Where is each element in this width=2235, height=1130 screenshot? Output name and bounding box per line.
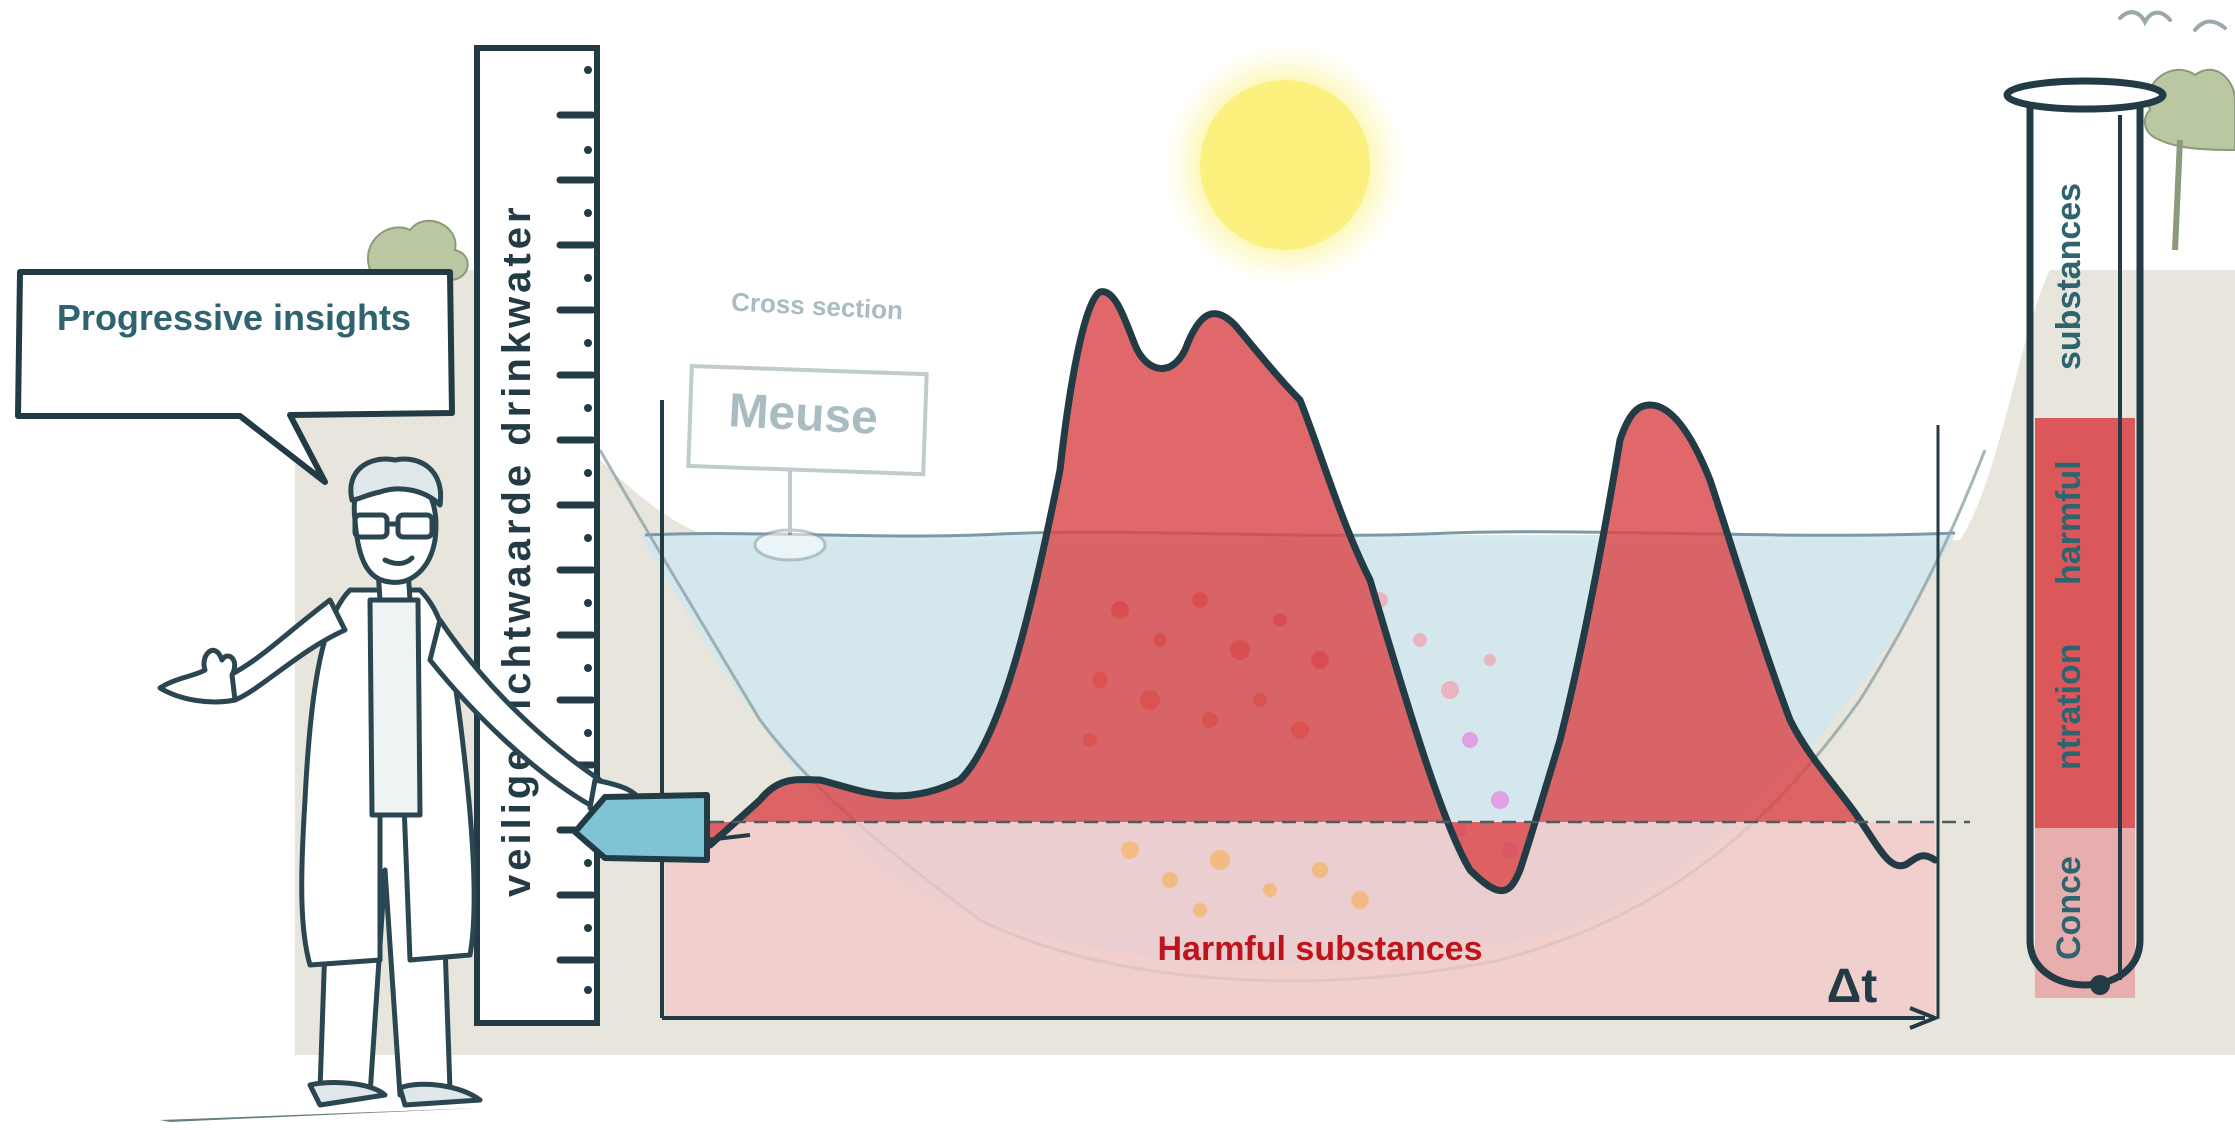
pointer-connector <box>706 833 751 842</box>
harmful-substances-label: Harmful substances <box>1158 930 1483 968</box>
ruler-label: veilige richtwaarde drinkwater <box>495 203 539 897</box>
bird-icon <box>2118 10 2227 32</box>
tree-icon <box>367 219 469 281</box>
speech-bubble-text: Progressive insights <box>57 297 411 338</box>
ruler <box>474 45 600 1026</box>
tree-icon-right <box>2143 68 2235 251</box>
meuse-sign-text: Meuse <box>727 384 879 445</box>
pointer-arrow-icon <box>572 792 710 863</box>
tube-label-harmful: harmful <box>2050 460 2088 585</box>
concentration-curve <box>710 291 1860 891</box>
concentration-outline <box>706 288 1939 895</box>
tube-label-conce: Conce <box>2050 856 2088 960</box>
tube-label-substances: substances <box>2050 183 2088 370</box>
x-axis-arrow-icon <box>1909 1006 1941 1030</box>
speech-bubble <box>15 269 455 485</box>
time-axis-label: Δt <box>1827 960 1878 1013</box>
test-tube-icon <box>2003 77 2167 998</box>
tube-label-ntration: ntration <box>2050 643 2088 770</box>
harmful-band <box>665 822 1935 1017</box>
buoy-sign-icon <box>686 363 929 562</box>
sun-icon <box>1200 80 1370 250</box>
